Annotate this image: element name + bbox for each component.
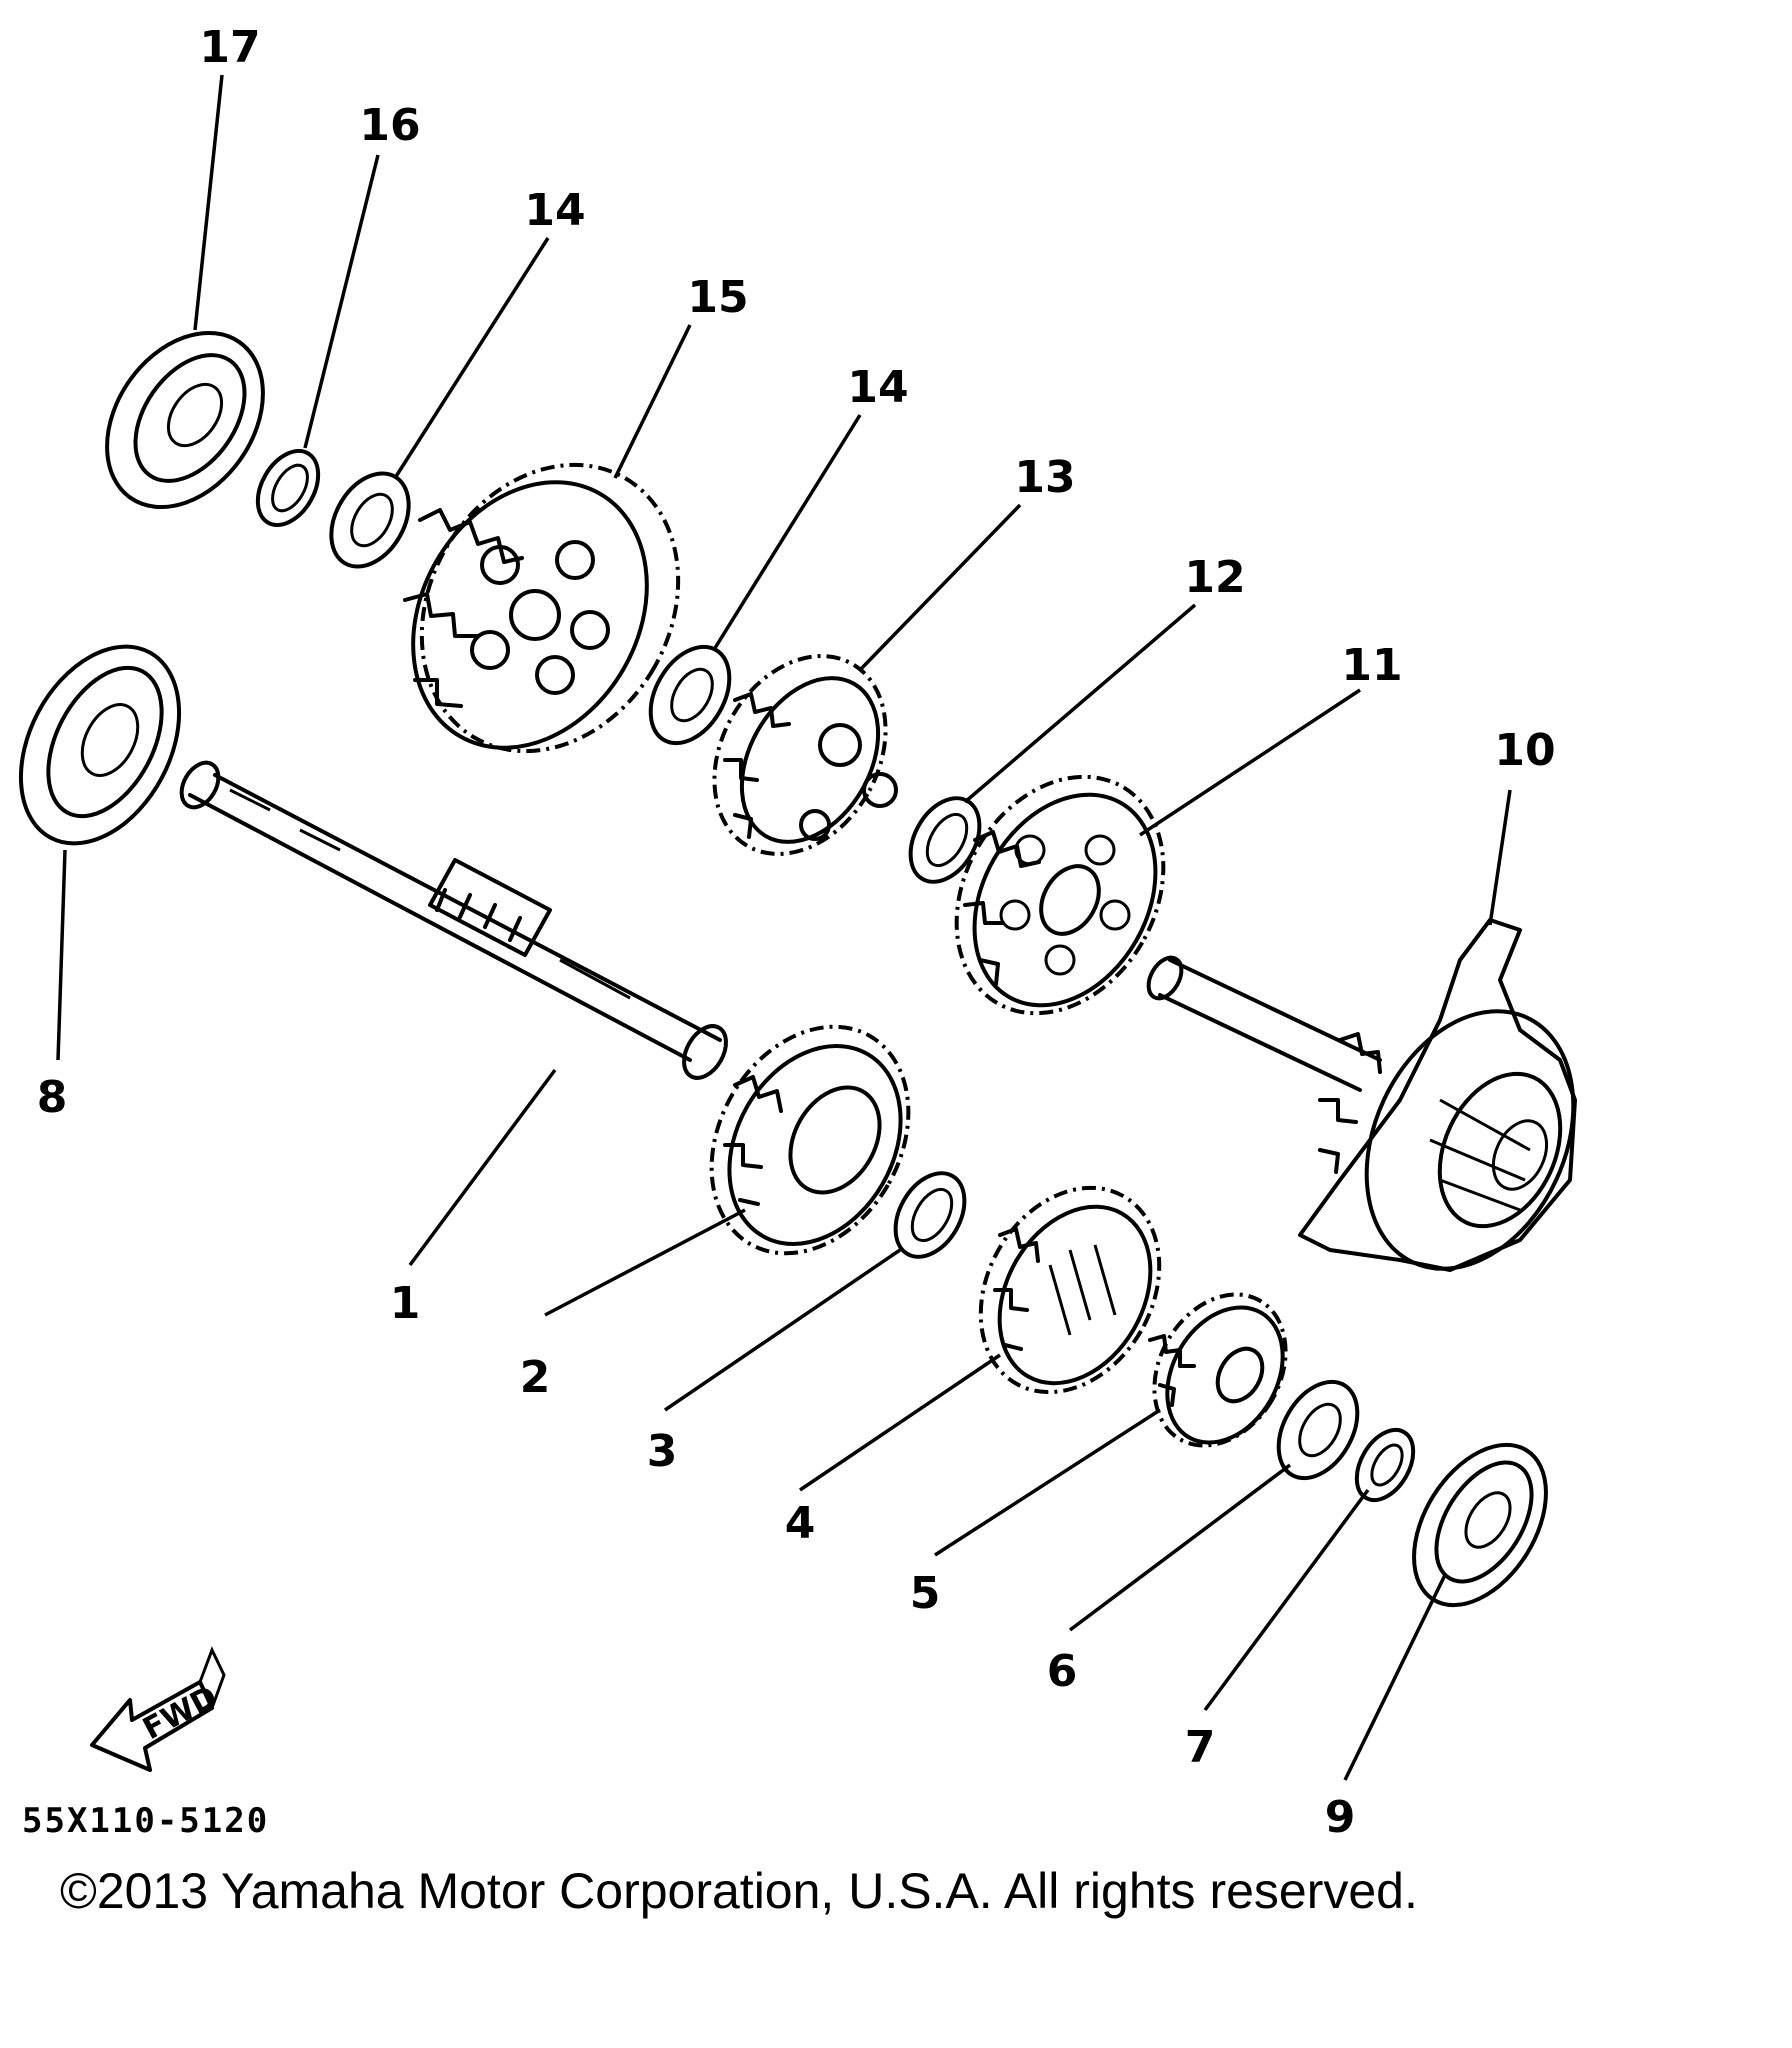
- callout-16: 16: [359, 100, 420, 151]
- fwd-label: FWD: [137, 1679, 223, 1747]
- part-11-gear: [954, 774, 1166, 1016]
- part-7-circlip: [1354, 1427, 1416, 1503]
- callout-11: 11: [1341, 640, 1402, 691]
- callout-labels: 17 16 14 15 14 13 12 11 10 8 1 2 3 4 5 6…: [37, 22, 1556, 1843]
- callout-6: 6: [1047, 1646, 1078, 1697]
- part-14-washer-upper: [329, 471, 411, 569]
- part-2-gear: [709, 1024, 911, 1256]
- part-6-washer: [1276, 1379, 1360, 1481]
- part-5-gear: [1148, 1292, 1288, 1448]
- callout-14-upper: 14: [524, 185, 585, 236]
- part-15-gear: [403, 462, 681, 754]
- part-13-gear: [712, 654, 898, 856]
- leader-lines: [56, 74, 1512, 1781]
- part-14-washer-middle: [648, 644, 732, 746]
- part-10-shaft-assembly: [1146, 918, 1577, 1272]
- copyright-notice: ©2013 Yamaha Motor Corporation, U.S.A. A…: [60, 1863, 1418, 1919]
- callout-5: 5: [910, 1568, 941, 1619]
- callout-14-middle: 14: [847, 362, 908, 413]
- callout-10: 10: [1494, 725, 1555, 776]
- callout-13: 13: [1014, 452, 1075, 503]
- callout-17: 17: [199, 22, 260, 73]
- fwd-arrow-icon: FWD: [90, 1646, 226, 1772]
- part-16-circlip: [255, 449, 321, 527]
- callout-9: 9: [1325, 1792, 1356, 1843]
- part-4-gear: [978, 1185, 1162, 1395]
- callout-8: 8: [37, 1072, 68, 1123]
- part-17-bearing: [105, 330, 265, 510]
- callout-3: 3: [647, 1426, 678, 1477]
- diagram-code: 55X110-5120: [22, 1801, 269, 1841]
- part-8-bearing: [18, 644, 182, 846]
- callout-12: 12: [1184, 552, 1245, 603]
- part-1-main-shaft: [179, 760, 728, 1080]
- callout-7: 7: [1185, 1722, 1216, 1773]
- callout-4: 4: [785, 1498, 816, 1549]
- callout-2: 2: [520, 1352, 551, 1403]
- part-3-circlip: [893, 1171, 967, 1259]
- callout-1: 1: [390, 1278, 421, 1329]
- callout-15: 15: [687, 272, 748, 323]
